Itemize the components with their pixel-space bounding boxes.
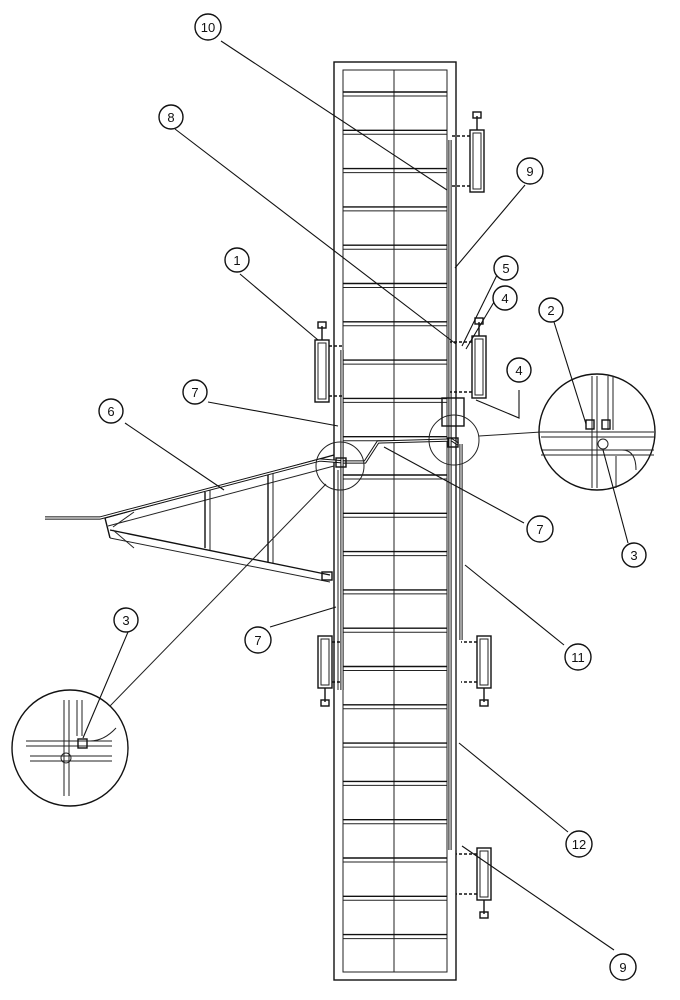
callout-label: 3 (122, 613, 129, 628)
callout-circle (492, 285, 518, 311)
callout-label: 9 (619, 960, 626, 975)
callout-4: 4 (492, 285, 518, 311)
callout-5: 5 (493, 255, 519, 281)
hydraulic-cylinder (456, 847, 492, 919)
callout-label: 1 (233, 253, 240, 268)
callout-12: 12 (565, 830, 593, 858)
hydraulic-lines (45, 140, 465, 850)
callout-label: 7 (536, 522, 543, 537)
callout-label: 12 (572, 837, 586, 852)
callout-circle (564, 643, 592, 671)
callout-3: 3 (113, 607, 139, 633)
hydraulic-cylinder (461, 635, 492, 707)
boom-frame (333, 61, 457, 981)
callout-label: 2 (547, 303, 554, 318)
callout-circle (244, 626, 272, 654)
callout-label: 10 (201, 20, 215, 35)
callout-label: 4 (515, 363, 522, 378)
callout-7: 7 (182, 379, 208, 405)
callout-circle (98, 398, 124, 424)
hydraulic-cylinder (314, 321, 342, 403)
leader-lines (82, 40, 629, 951)
callout-circle (565, 830, 593, 858)
callout-7: 7 (244, 626, 272, 654)
callout-label: 5 (502, 261, 509, 276)
callout-circle (182, 379, 208, 405)
callout-circle (493, 255, 519, 281)
callout-circle (609, 953, 637, 981)
callout-circle (224, 247, 250, 273)
callout-6: 6 (98, 398, 124, 424)
callout-label: 7 (191, 385, 198, 400)
callout-11: 11 (564, 643, 592, 671)
callout-10: 10 (194, 13, 222, 41)
hydraulic-cylinder (450, 111, 485, 193)
callout-label: 9 (526, 164, 533, 179)
side-arm-truss (104, 454, 335, 583)
callout-9: 9 (609, 953, 637, 981)
callout-label: 11 (571, 650, 585, 665)
callout-2: 2 (538, 297, 564, 323)
callout-4: 4 (506, 357, 532, 383)
callout-label: 7 (254, 633, 261, 648)
detail-view-left (11, 441, 365, 807)
callout-circle (538, 297, 564, 323)
callout-9: 9 (516, 157, 544, 185)
callout-label: 8 (167, 110, 174, 125)
callout-circle (506, 357, 532, 383)
callout-label: 6 (107, 404, 114, 419)
callout-label: 3 (630, 548, 637, 563)
callout-circle (158, 104, 184, 130)
callout-label: 4 (501, 291, 508, 306)
callout-7: 7 (526, 515, 554, 543)
callout-circle (516, 157, 544, 185)
hydraulic-cylinder (317, 635, 342, 707)
callout-1: 1 (224, 247, 250, 273)
callout-circle (526, 515, 554, 543)
callout-circle (621, 542, 647, 568)
callout-circle (113, 607, 139, 633)
callout-3: 3 (621, 542, 647, 568)
detail-view-right (428, 373, 656, 491)
hydraulic-cylinders (314, 111, 492, 919)
callout-8: 8 (158, 104, 184, 130)
callout-circle (194, 13, 222, 41)
